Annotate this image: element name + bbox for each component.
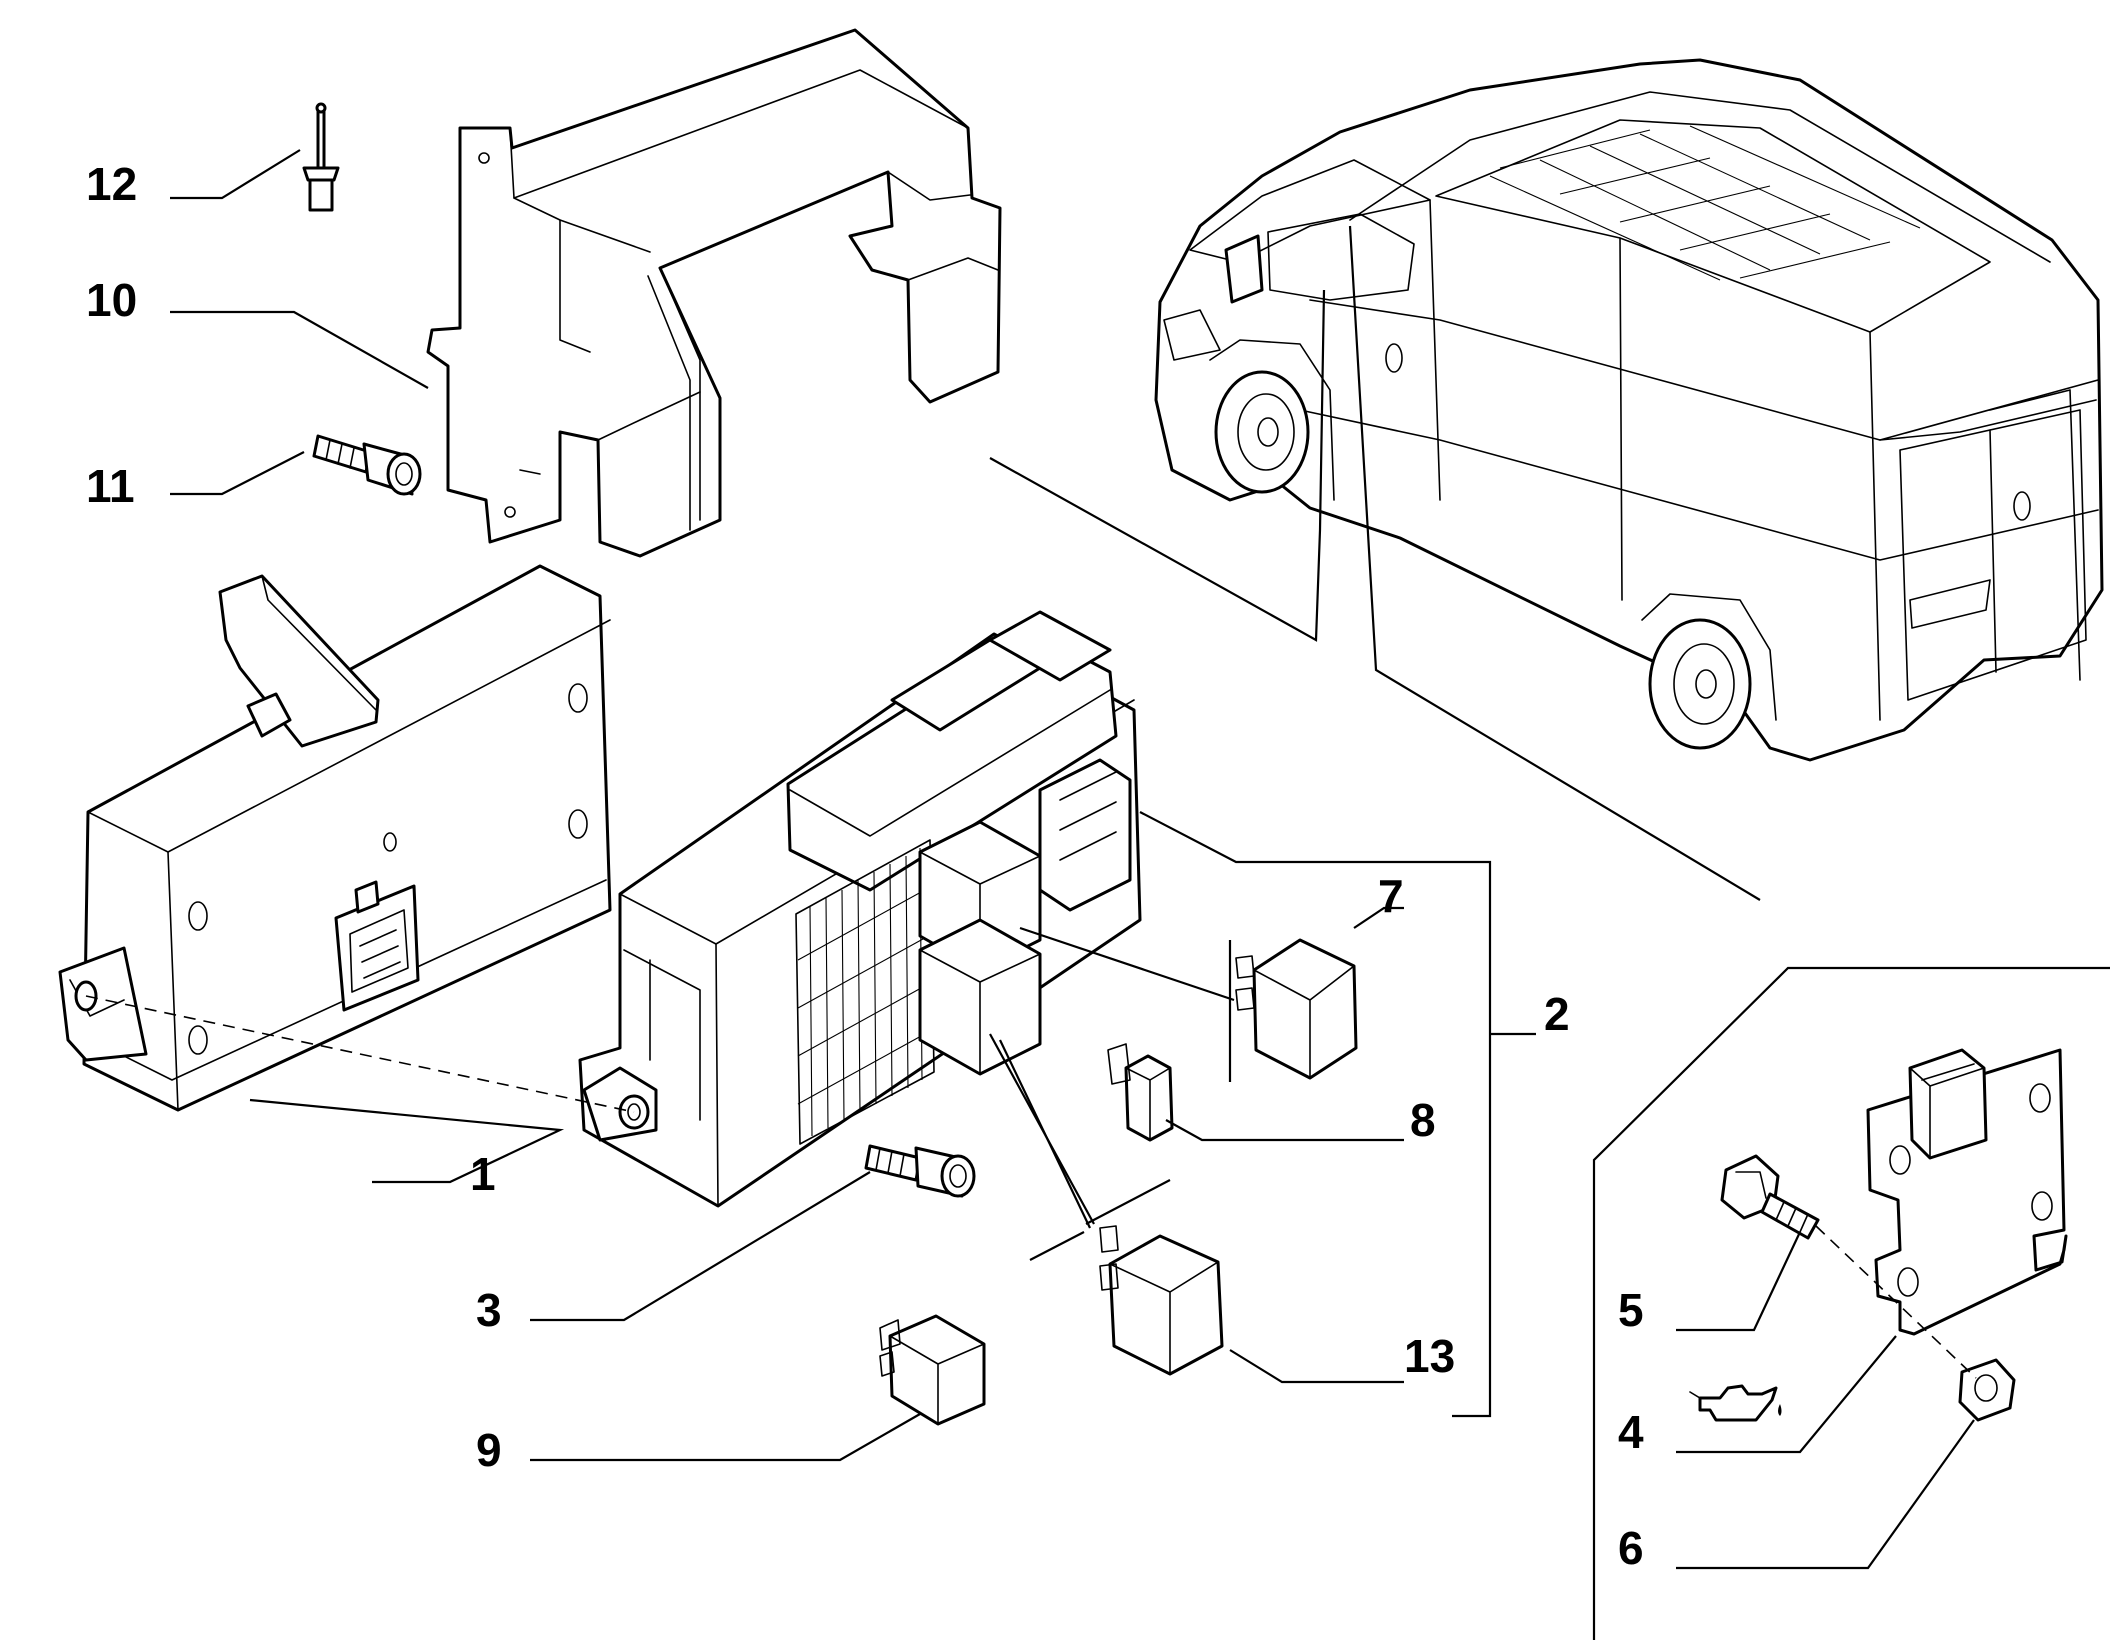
callout-6: 6 xyxy=(1618,1522,1644,1574)
part-2-fuse-relay-box[interactable] xyxy=(578,610,1142,1208)
part-13-relay[interactable] xyxy=(1099,1225,1224,1376)
part-8-fuse[interactable] xyxy=(1107,1043,1174,1142)
callout-2: 2 xyxy=(1544,988,1570,1040)
part-7-relay[interactable] xyxy=(1235,938,1358,1080)
callout-10: 10 xyxy=(86,274,137,326)
part-6-nut[interactable] xyxy=(1958,1358,2016,1422)
oil-can-icon xyxy=(1689,1384,1782,1422)
part-11-screw[interactable] xyxy=(312,434,422,496)
callout-9: 9 xyxy=(476,1424,502,1476)
alignment-lines xyxy=(85,995,1977,1379)
callout-1: 1 xyxy=(470,1148,496,1200)
part-4-module-bracket[interactable] xyxy=(1866,1048,2068,1336)
callout-3: 3 xyxy=(476,1284,502,1336)
callout-8: 8 xyxy=(1410,1094,1436,1146)
callout-13: 13 xyxy=(1404,1330,1455,1382)
callout-numbers: 12 10 11 1 3 9 7 2 8 13 5 4 6 xyxy=(86,158,1644,1574)
part-5-bolt[interactable] xyxy=(1720,1154,1820,1240)
part-10-bracket[interactable] xyxy=(426,28,1002,558)
part-3-screw[interactable] xyxy=(864,1144,976,1198)
callout-12: 12 xyxy=(86,158,137,210)
callout-11: 11 xyxy=(86,460,135,512)
callout-5: 5 xyxy=(1618,1284,1644,1336)
leader-lines xyxy=(170,149,2110,1640)
callout-7: 7 xyxy=(1378,870,1404,922)
part-12-rivet[interactable] xyxy=(302,102,340,212)
van-illustration xyxy=(1154,58,2104,762)
part-9-relay[interactable] xyxy=(879,1314,986,1426)
callout-4: 4 xyxy=(1618,1406,1644,1458)
part-1-control-module[interactable] xyxy=(58,564,612,1112)
